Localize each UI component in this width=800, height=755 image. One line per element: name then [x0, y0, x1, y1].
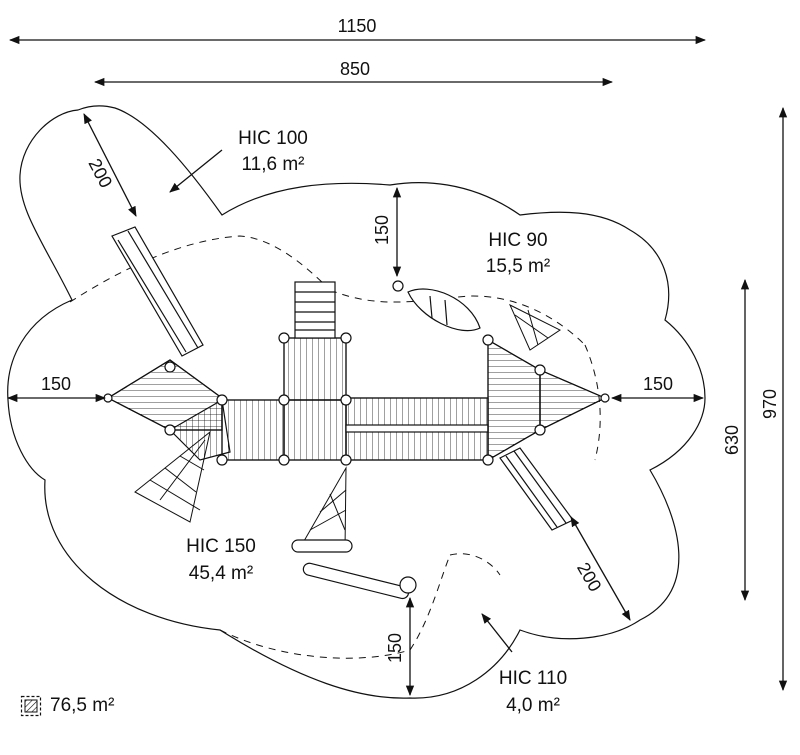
right-slide [499, 447, 574, 531]
right-tower [487, 338, 607, 462]
dim-slide-left [83, 113, 137, 217]
hic110-label: HIC 110 [499, 668, 567, 689]
hic90-area: 15,5 m² [486, 256, 550, 277]
dim-slide-right-label: 200 [573, 559, 605, 595]
balance-logs [291, 539, 417, 600]
hic110-area: 4,0 m² [506, 695, 560, 716]
dim-bottom-clearance-label: 150 [385, 633, 405, 663]
hic100-pointer [169, 149, 223, 193]
hic90-label: HIC 90 [488, 230, 547, 251]
dim-left-clearance-label: 150 [41, 374, 71, 394]
hatched-square-icon [20, 695, 42, 717]
hic110-pointer [481, 613, 513, 653]
dim-total-height-label: 970 [760, 389, 780, 419]
hammock [392, 280, 481, 332]
hic100-area: 11,6 m² [241, 154, 304, 175]
dim-inner-height-label: 630 [722, 425, 742, 455]
left-slide [111, 226, 204, 357]
dim-right-clearance-label: 150 [643, 374, 673, 394]
legend: 76,5 m² [20, 694, 114, 718]
hic100-label: HIC 100 [238, 128, 308, 149]
dim-top-clearance-label: 150 [372, 215, 392, 245]
posts [103, 332, 610, 466]
dim-slide-left-label: 200 [84, 155, 116, 191]
dim-inner-width-label: 850 [340, 59, 370, 79]
equipment [103, 226, 610, 600]
legend-area-label: 76,5 m² [50, 695, 115, 716]
central-tower [221, 337, 347, 461]
hic150-label: HIC 150 [186, 536, 256, 557]
hic150-area: 45,4 m² [189, 563, 253, 584]
dimension-lines [6, 35, 788, 697]
top-ladder [294, 281, 336, 339]
dim-total-width-label: 1150 [338, 16, 377, 36]
rope-bridge [345, 397, 489, 461]
dim-slide-right [570, 516, 631, 621]
